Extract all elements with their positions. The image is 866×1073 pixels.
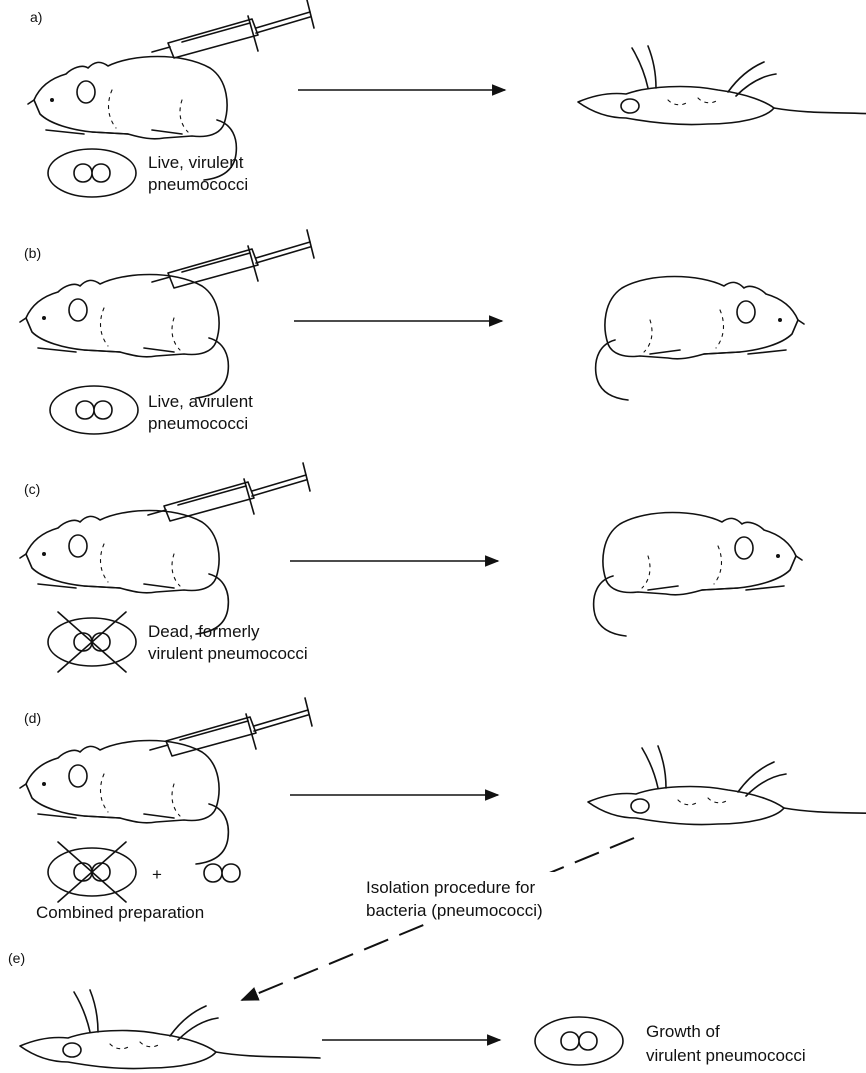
petri-dish-icon (50, 386, 138, 434)
petri-dish-icon (535, 1017, 623, 1065)
dead-mouse-icon (578, 46, 866, 125)
mouse-icon (20, 511, 228, 635)
mouse-icon (20, 741, 228, 865)
panel-e-label: (e) (8, 950, 25, 966)
crossed-dish-icon (48, 612, 136, 672)
mouse-icon (596, 277, 804, 401)
panel-a: a) Live, virulent pneumococci (28, 0, 866, 197)
bacteria-pair-icon (204, 864, 240, 882)
panel-b-label: (b) (24, 245, 41, 261)
panel-c: (c) Dead, formerly virulent pneumococci (20, 463, 802, 672)
panel-e: (e) Growth of virulent pneumococci (8, 950, 806, 1069)
panel-a-label: a) (30, 9, 42, 25)
panel-d-label: (d) (24, 710, 41, 726)
caption-c-line2: virulent pneumococci (148, 644, 308, 663)
dead-mouse-icon (588, 746, 866, 825)
caption-a-line2: pneumococci (148, 175, 248, 194)
petri-dish-icon (48, 149, 136, 197)
mouse-icon (594, 513, 802, 637)
caption-b-line2: pneumococci (148, 414, 248, 433)
panel-c-label: (c) (24, 481, 40, 497)
syringe-icon (152, 0, 314, 58)
caption-e-line1: Growth of (646, 1022, 720, 1041)
syringe-icon (152, 230, 314, 288)
dead-mouse-icon (20, 990, 320, 1069)
caption-e-line2: virulent pneumococci (646, 1046, 806, 1065)
caption-a-line1: Live, virulent (148, 153, 244, 172)
caption-b-line1: Live, avirulent (148, 392, 253, 411)
plus-sign: + (152, 865, 162, 884)
caption-d: Combined preparation (36, 903, 204, 922)
isolation-line2: bacteria (pneumococci) (366, 901, 543, 920)
syringe-icon (150, 698, 312, 756)
panel-b: (b) Live, avirulent pneumococci (20, 230, 804, 434)
mouse-icon (20, 275, 228, 399)
caption-c-line1: Dead, formerly (148, 622, 260, 641)
isolation-line1: Isolation procedure for (366, 878, 535, 897)
isolation-procedure: Isolation procedure for bacteria (pneumo… (242, 838, 634, 1000)
crossed-dish-icon (48, 842, 136, 902)
